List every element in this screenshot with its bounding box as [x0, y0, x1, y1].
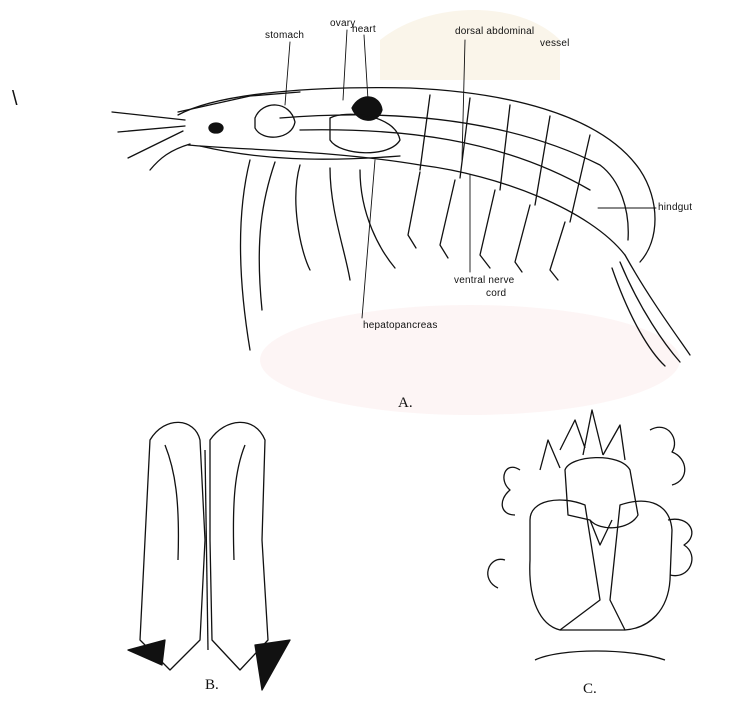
label-stomach: stomach [265, 30, 304, 41]
label-ventral-nerve-line1: ventral nerve [454, 275, 514, 286]
caption-c: C. [583, 681, 597, 698]
label-ventral-nerve-line2: cord [486, 288, 506, 299]
appendage-b-drawing [128, 422, 290, 690]
label-dorsal-vessel-line2: vessel [540, 38, 570, 49]
label-heart: heart [352, 24, 376, 35]
label-hepatopancreas: hepatopancreas [363, 320, 438, 331]
thelycum-c-drawing [488, 410, 692, 660]
label-dorsal-vessel-line1: dorsal abdominal [455, 26, 534, 37]
label-hindgut: hindgut [658, 202, 692, 213]
caption-a: A. [398, 395, 413, 412]
caption-b: B. [205, 677, 219, 694]
